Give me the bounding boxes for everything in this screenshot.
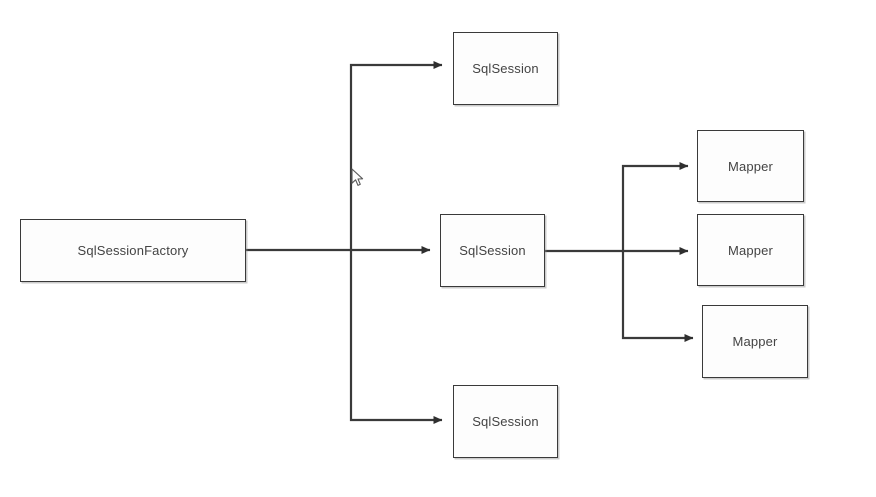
node-label-sqlsessionfactory: SqlSessionFactory [77,243,189,258]
edge-junction-to-session-bottom [349,250,443,424]
node-label-sqlsession-middle: SqlSession [459,243,526,258]
node-label-sqlsession-bottom: SqlSession [472,414,539,429]
node-mapper-middle[interactable]: Mapper [697,214,804,286]
node-mapper-bottom[interactable]: Mapper [702,305,808,378]
node-label-mapper-middle: Mapper [728,242,773,258]
node-label-mapper-top: Mapper [728,158,773,174]
node-label-sqlsession-top: SqlSession [472,61,539,76]
edge-junction-to-mapper-top [621,162,689,251]
node-sqlsessionfactory[interactable]: SqlSessionFactory [20,219,246,282]
node-label-mapper-bottom: Mapper [732,334,778,349]
node-sqlsession-bottom[interactable]: SqlSession [453,385,558,458]
node-sqlsession-middle[interactable]: SqlSession [440,214,545,287]
node-sqlsession-top[interactable]: SqlSession [453,32,558,105]
edge-junction-to-session-top [349,61,443,250]
edge-junction-to-mapper-bottom [621,251,694,342]
node-mapper-top[interactable]: Mapper [697,130,804,202]
